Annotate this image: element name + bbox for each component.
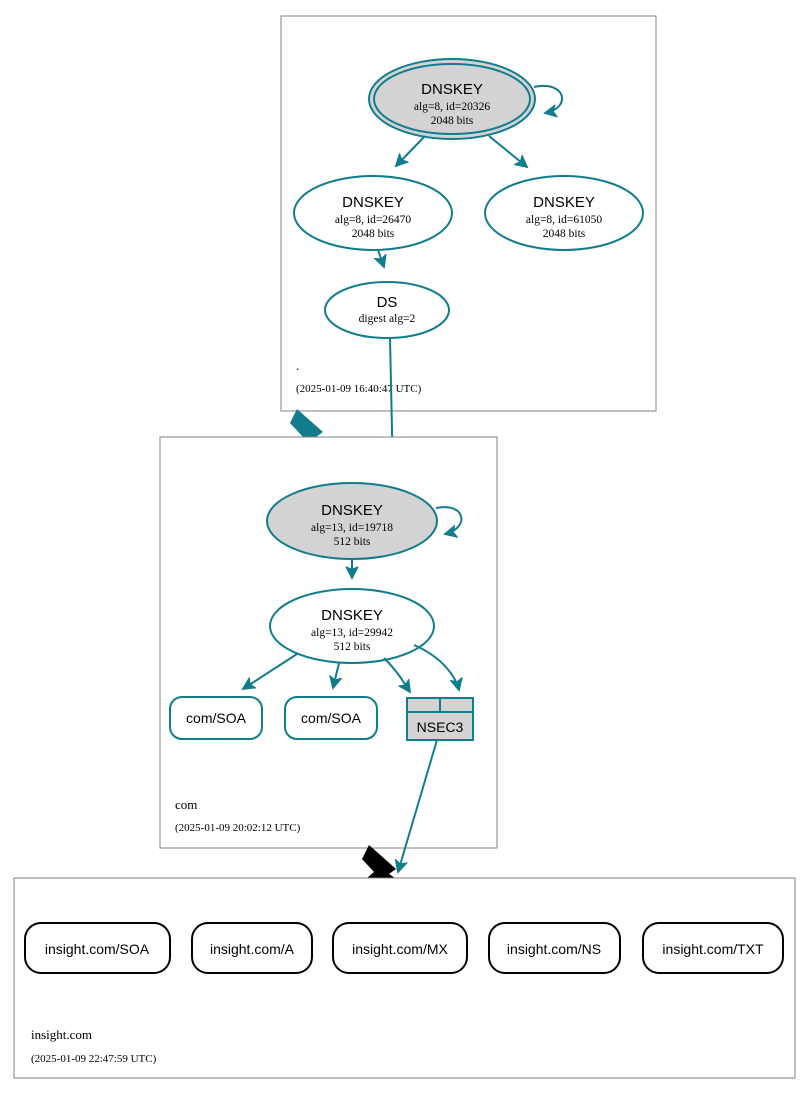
rrset-box <box>191 922 313 974</box>
zone-timestamp-root: (2025-01-09 16:40:47 UTC) <box>296 383 422 395</box>
edge-sign-zsk-to-nsec3-a <box>383 657 410 692</box>
edge-sign-zsk-to-ds <box>378 249 384 267</box>
edge-sign-zsk-to-com-soa-2 <box>333 662 339 688</box>
node-rrset-insight-a[interactable]: insight.com/A <box>191 922 313 974</box>
node-label-digest: digest alg=2 <box>359 313 416 325</box>
node-dnskey-com-zsk-29942[interactable]: DNSKEY alg=13, id=29942 512 bits <box>269 588 435 664</box>
edge-sign-zsk-to-com-soa-1 <box>243 653 298 689</box>
node-label-title: DNSKEY <box>533 194 595 211</box>
nsec3-header-cell-right <box>439 697 474 713</box>
edge-nsec3-proof-to-insight <box>398 739 438 872</box>
rrset-box <box>284 696 378 740</box>
node-label-alg-id: alg=13, id=19718 <box>311 522 393 534</box>
node-ds-root[interactable]: DS digest alg=2 <box>324 281 450 339</box>
node-label-alg-id: alg=8, id=26470 <box>335 214 411 226</box>
zone-label-insight-com: insight.com <box>31 1027 92 1042</box>
zone-label-com: com <box>175 797 197 812</box>
node-label-title: DNSKEY <box>421 81 483 98</box>
zone-cluster-com: DNSKEY alg=13, id=19718 512 bits DNSKEY … <box>159 436 498 849</box>
nsec3-label: NSEC3 <box>417 719 464 735</box>
zone-timestamp-com: (2025-01-09 20:02:12 UTC) <box>175 822 301 834</box>
node-rrset-com-soa-1[interactable]: com/SOA <box>169 696 263 740</box>
rrset-label: insight.com/NS <box>507 941 601 957</box>
node-rrset-insight-txt[interactable]: insight.com/TXT <box>642 922 784 974</box>
node-rrset-insight-ns[interactable]: insight.com/NS <box>488 922 621 974</box>
edge-sign-ksk-to-zsk-61050 <box>488 135 527 167</box>
edge-self-sign-com-ksk <box>435 506 463 534</box>
node-label-alg-id: alg=8, id=61050 <box>526 214 602 226</box>
node-dnskey-root-zsk-61050[interactable]: DNSKEY alg=8, id=61050 2048 bits <box>484 175 644 251</box>
ds-ellipse <box>324 281 450 339</box>
node-rrset-insight-soa[interactable]: insight.com/SOA <box>24 922 171 974</box>
node-label-title: DS <box>377 294 398 311</box>
zone-label-root: . <box>296 358 299 373</box>
node-label-keysize: 2048 bits <box>431 115 474 127</box>
edge-sign-ksk-to-zsk-26470 <box>396 135 426 166</box>
node-label-keysize: 512 bits <box>334 641 371 653</box>
rrset-box <box>332 922 468 974</box>
node-nsec3-com[interactable]: NSEC3 <box>406 697 474 741</box>
rrset-box <box>24 922 171 974</box>
rrset-label: insight.com/SOA <box>45 941 150 957</box>
edge-sign-zsk-to-nsec3-b <box>413 644 459 690</box>
node-dnskey-com-ksk-19718[interactable]: DNSKEY alg=13, id=19718 512 bits <box>266 482 438 560</box>
node-label-keysize: 2048 bits <box>543 228 586 240</box>
rrset-label: insight.com/TXT <box>662 941 764 957</box>
rrset-label: com/SOA <box>186 710 247 726</box>
node-label-keysize: 2048 bits <box>352 228 395 240</box>
node-label-title: DNSKEY <box>342 194 404 211</box>
node-label-alg-id: alg=8, id=20326 <box>414 101 490 113</box>
rrset-label: insight.com/MX <box>352 941 448 957</box>
ksk-inner-ellipse <box>373 63 531 135</box>
node-dnskey-root-zsk-26470[interactable]: DNSKEY alg=8, id=26470 2048 bits <box>293 175 453 251</box>
rrset-box <box>169 696 263 740</box>
zsk-ellipse <box>269 588 435 664</box>
node-label-alg-id: alg=13, id=29942 <box>311 627 393 639</box>
node-dnskey-root-ksk-20326[interactable]: DNSKEY alg=8, id=20326 2048 bits <box>368 58 536 140</box>
zone-cluster-root: DNSKEY alg=8, id=20326 2048 bits DNSKEY … <box>280 15 657 412</box>
node-rrset-insight-mx[interactable]: insight.com/MX <box>332 922 468 974</box>
zsk-ellipse <box>484 175 644 251</box>
zone-cluster-insight-com: insight.com/SOA insight.com/A insight.co… <box>13 877 796 1079</box>
rrset-box <box>488 922 621 974</box>
edge-self-sign-root-ksk <box>533 84 564 113</box>
rrset-label: insight.com/A <box>210 941 295 957</box>
node-rrset-com-soa-2[interactable]: com/SOA <box>284 696 378 740</box>
rrset-label: com/SOA <box>301 710 362 726</box>
node-label-title: DNSKEY <box>321 502 383 519</box>
zone-border-insight-com <box>13 877 796 1079</box>
nsec3-header-cell-left <box>406 697 441 713</box>
nsec3-body-cell <box>406 711 474 741</box>
node-label-title: DNSKEY <box>321 607 383 624</box>
node-label-keysize: 512 bits <box>334 536 371 548</box>
zsk-ellipse <box>293 175 453 251</box>
rrset-box <box>642 922 784 974</box>
zone-timestamp-insight-com: (2025-01-09 22:47:59 UTC) <box>31 1053 157 1065</box>
